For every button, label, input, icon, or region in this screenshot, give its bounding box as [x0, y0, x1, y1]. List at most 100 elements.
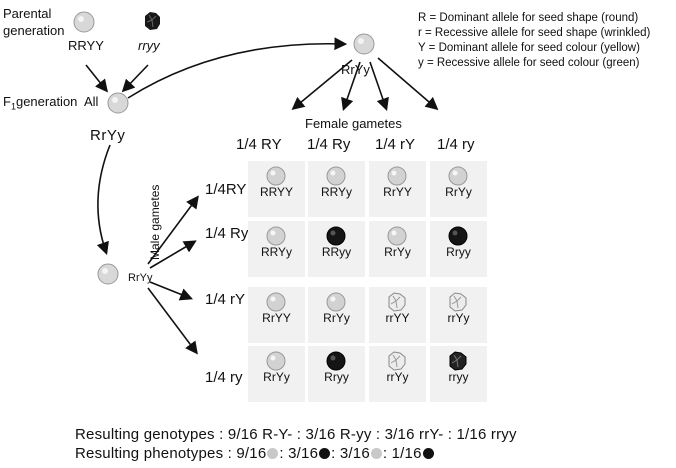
parental-generation-label: Parental generation: [3, 5, 64, 39]
cell-genotype: Rryy: [324, 370, 349, 384]
wrinkled-yellow-seed-icon: [388, 351, 406, 371]
f1-genotype: RrYy: [90, 127, 126, 144]
cell-genotype: RRYy: [260, 245, 293, 259]
male-gamete-label: 1/4 Ry: [205, 225, 249, 242]
male-gamete-label: 1/4 rY: [205, 291, 246, 308]
phenotype-dot-icon: [267, 448, 279, 459]
phenotype-ratio: 3/16: [288, 445, 319, 462]
legend-line: r = Recessive allele for seed shape (wri…: [418, 27, 651, 39]
arrow-selfcross-to-gamete-4: [377, 57, 439, 111]
female-gamete-label: 1/4 RY: [236, 136, 282, 153]
round-yellow-seed-icon: [326, 166, 346, 186]
male-plant-genotype: RrYy: [128, 272, 153, 284]
legend-line: R = Dominant allele for seed shape (roun…: [418, 12, 639, 24]
arrow-male-to-row-2: [149, 240, 197, 269]
round-yellow-seed-icon: [107, 92, 129, 114]
cell-genotype: RrYy: [445, 185, 472, 199]
phenotype-ratios: 9/16: 3/16: 3/16: 1/16: [236, 445, 434, 462]
arrow-f1-to-selfcross: [127, 37, 348, 99]
punnett-cell: RRYy: [308, 161, 365, 217]
punnett-cell: RrYy: [248, 346, 305, 402]
punnett-cell: RrYy: [430, 161, 487, 217]
arrow-male-to-row-1: [147, 195, 199, 265]
selfcross-genotype: RrYy: [341, 62, 370, 77]
wrinkled-green-seed-icon: [145, 12, 160, 30]
cell-genotype: RRyy: [321, 245, 352, 259]
cell-genotype: Rryy: [446, 245, 471, 259]
f1-label-prefix: F: [3, 94, 11, 109]
f1-label-subscript: 1: [10, 101, 16, 112]
parent-right-genotype: rryy: [138, 38, 160, 53]
punnett-cell: rrYy: [369, 346, 426, 402]
punnett-cell: rrYY: [369, 287, 426, 343]
cell-genotype: RrYy: [263, 370, 290, 384]
punnett-cell: rrYy: [430, 287, 487, 343]
legend-line: y = Recessive allele for seed colour (gr…: [418, 57, 640, 69]
female-gamete-label: 1/4 ry: [437, 136, 475, 153]
ratio-separator: :: [382, 445, 392, 462]
round-yellow-seed-icon: [97, 263, 119, 285]
f1-generation-label: F1generation: [3, 94, 77, 112]
punnett-cell: RrYy: [308, 287, 365, 343]
male-gametes-title: Male gametes: [148, 184, 162, 260]
phenotype-ratio: 1/16: [391, 445, 422, 462]
round-yellow-seed-icon: [387, 226, 407, 246]
cell-genotype: RRYY: [259, 185, 294, 199]
female-gamete-label: 1/4 Ry: [307, 136, 351, 153]
male-gamete-label: 1/4RY: [205, 181, 247, 198]
resulting-genotypes: Resulting genotypes : 9/16 R-Y- : 3/16 R…: [75, 426, 517, 443]
round-green-seed-icon: [326, 226, 346, 246]
cell-genotype: rrYy: [447, 311, 470, 325]
arrow-selfcross-to-gamete-2: [341, 61, 361, 112]
cell-genotype: RrYY: [383, 185, 412, 199]
round-yellow-seed-icon: [266, 166, 286, 186]
phenotype-ratio: 3/16: [339, 445, 370, 462]
round-green-seed-icon: [326, 351, 346, 371]
phenotype-dot-icon: [422, 448, 434, 459]
punnett-cell: Rryy: [308, 346, 365, 402]
parent-left-genotype: RRYY: [68, 38, 104, 53]
arrow-male-to-row-3: [149, 281, 193, 301]
arrow-selfcross-to-gamete-3: [369, 61, 389, 112]
punnett-cell: rryy: [430, 346, 487, 402]
arrow-f1-to-maleplant: [96, 144, 111, 256]
female-gamete-label: 1/4 rY: [375, 136, 416, 153]
cell-genotype: RRYy: [320, 185, 353, 199]
ratio-separator: :: [331, 445, 340, 462]
legend-line: Y = Dominant allele for seed colour (yel…: [418, 42, 640, 54]
f1-label-suffix: generation: [15, 94, 78, 109]
round-yellow-seed-icon: [387, 166, 407, 186]
cell-genotype: RrYy: [384, 245, 411, 259]
punnett-cell: RrYY: [369, 161, 426, 217]
f1-all-label: All: [84, 94, 99, 109]
punnett-cell: RrYy: [369, 221, 426, 277]
phenotype-dot-icon: [370, 448, 382, 459]
wrinkled-green-seed-icon: [449, 351, 467, 371]
cell-genotype: rrYy: [386, 370, 409, 384]
round-green-seed-icon: [448, 226, 468, 246]
parental-label-line2: generation: [3, 23, 65, 38]
parental-label-line1: Parental: [3, 6, 52, 21]
phenotypes-label: Resulting phenotypes :: [75, 445, 237, 462]
arrow-male-to-row-4: [147, 287, 198, 355]
round-yellow-seed-icon: [353, 33, 375, 55]
cell-genotype: RrYY: [262, 311, 291, 325]
phenotype-dot-icon: [319, 448, 331, 459]
punnett-cell: Rryy: [430, 221, 487, 277]
round-yellow-seed-icon: [266, 351, 286, 371]
punnett-cell: RrYY: [248, 287, 305, 343]
female-gametes-title: Female gametes: [305, 116, 402, 131]
round-yellow-seed-icon: [266, 292, 286, 312]
arrow-selfcross-to-gamete-1: [291, 59, 353, 111]
round-yellow-seed-icon: [73, 11, 95, 33]
punnett-cell: RRYy: [248, 221, 305, 277]
round-yellow-seed-icon: [326, 292, 346, 312]
arrow-parent-left-to-f1: [85, 64, 108, 93]
ratio-separator: :: [279, 445, 289, 462]
wrinkled-yellow-seed-icon: [449, 292, 467, 312]
round-yellow-seed-icon: [448, 166, 468, 186]
wrinkled-yellow-seed-icon: [388, 292, 406, 312]
punnett-cell: RRYY: [248, 161, 305, 217]
